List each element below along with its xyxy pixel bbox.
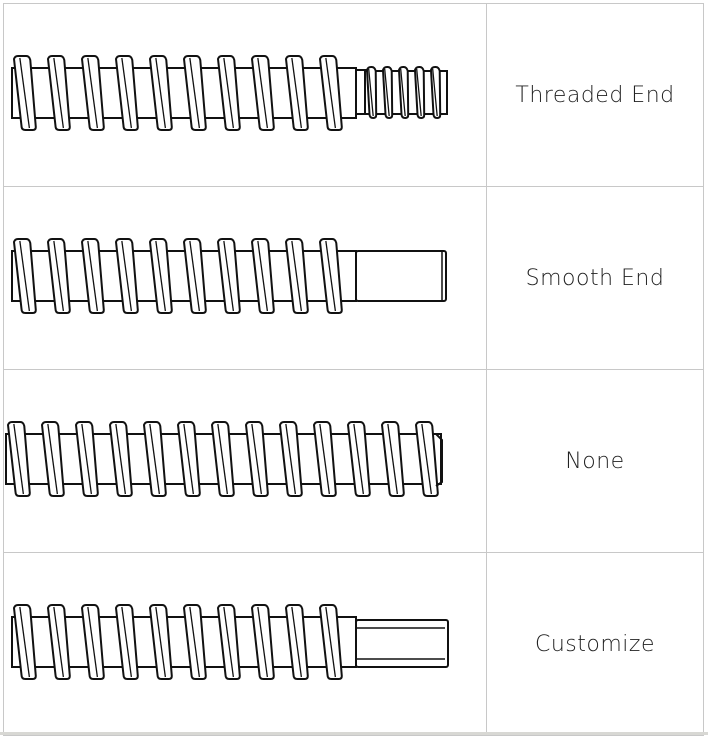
thread-edge xyxy=(189,57,201,129)
thread-ridge xyxy=(381,66,394,119)
thread-edge xyxy=(189,240,201,312)
thread-edge xyxy=(19,240,31,312)
thread-edge xyxy=(13,423,25,495)
table-row[interactable]: Threaded End xyxy=(3,3,704,187)
thread-ridge xyxy=(413,66,426,119)
thread-edge xyxy=(87,240,99,312)
thread-edge xyxy=(217,423,229,495)
thread-edge xyxy=(291,240,303,312)
thread-edge xyxy=(53,57,65,129)
thread-edge xyxy=(291,57,303,129)
thread-edge xyxy=(223,606,235,678)
table-row[interactable]: Smooth End xyxy=(3,186,704,370)
thread-edge xyxy=(121,240,133,312)
thread-edge xyxy=(183,423,195,495)
thread-edge xyxy=(319,423,331,495)
thread-edge xyxy=(251,423,263,495)
option-label: None xyxy=(486,369,704,553)
screw-image-smooth-end xyxy=(3,186,487,370)
thread-edge xyxy=(155,606,167,678)
thread-edge xyxy=(325,240,337,312)
thread-edge xyxy=(87,606,99,678)
thread-edge xyxy=(257,57,269,129)
thread-edge xyxy=(19,57,31,129)
thread-edge xyxy=(155,57,167,129)
table-row[interactable]: None xyxy=(3,369,704,553)
thread-edge xyxy=(384,68,390,117)
thread-edge xyxy=(149,423,161,495)
thread-edge xyxy=(416,68,422,117)
hex-shaft xyxy=(355,619,449,668)
thread-edge xyxy=(353,423,365,495)
bottom-border xyxy=(0,732,708,735)
end-type-table: Threaded End Smooth End None Customize xyxy=(3,3,704,736)
thread-edge xyxy=(325,606,337,678)
thread-edge xyxy=(223,57,235,129)
thread-ridge xyxy=(365,66,378,119)
thread-edge xyxy=(189,606,201,678)
thread-edge xyxy=(368,68,374,117)
thread-edge xyxy=(81,423,93,495)
thread-edge xyxy=(400,68,406,117)
thread-edge xyxy=(53,240,65,312)
thread-edge xyxy=(155,240,167,312)
thread-edge xyxy=(47,423,59,495)
thread-edge xyxy=(19,606,31,678)
thread-ridge xyxy=(397,66,410,119)
thread-ridge xyxy=(429,66,442,119)
thread-edge xyxy=(121,57,133,129)
option-label: Customize xyxy=(486,552,704,736)
thread-edge xyxy=(87,57,99,129)
thread-edge xyxy=(121,606,133,678)
option-label: Smooth End xyxy=(486,186,704,370)
thread-edge xyxy=(223,240,235,312)
thread-edge xyxy=(257,606,269,678)
screw-tip xyxy=(435,433,443,487)
thread-edge xyxy=(291,606,303,678)
thread-edge xyxy=(325,57,337,129)
screw-image-customize xyxy=(3,552,487,736)
smooth-shaft xyxy=(355,250,447,302)
screw-image-threaded-end xyxy=(3,3,487,187)
thread-edge xyxy=(257,240,269,312)
thread-edge xyxy=(387,423,399,495)
thread-edge xyxy=(421,423,433,495)
table-row[interactable]: Customize xyxy=(3,552,704,736)
thread-edge xyxy=(285,423,297,495)
option-label: Threaded End xyxy=(486,3,704,187)
screw-image-none xyxy=(3,369,487,553)
thread-edge xyxy=(115,423,127,495)
thread-edge xyxy=(53,606,65,678)
thread-edge xyxy=(432,68,438,117)
